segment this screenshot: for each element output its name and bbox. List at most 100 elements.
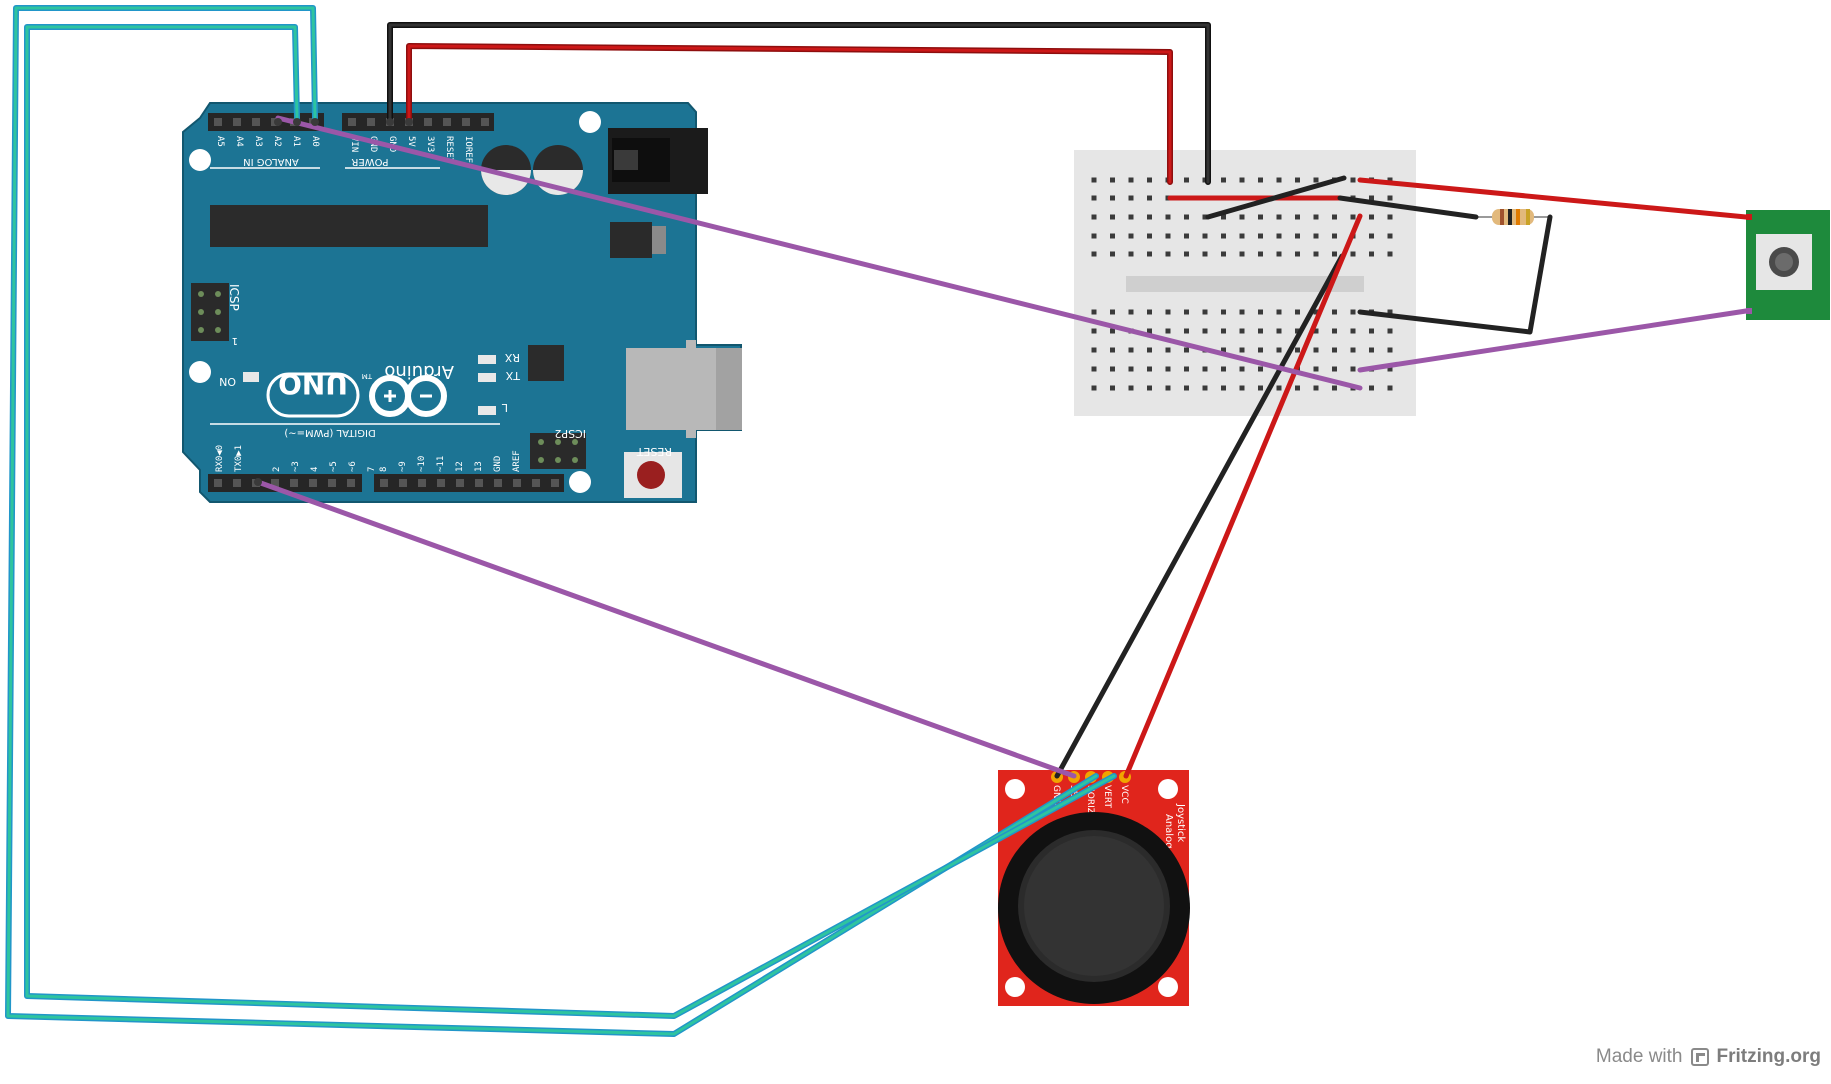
breadboard-hole[interactable] bbox=[1239, 251, 1245, 257]
breadboard-hole[interactable] bbox=[1276, 251, 1282, 257]
breadboard-hole[interactable] bbox=[1221, 347, 1226, 353]
breadboard-hole[interactable] bbox=[1387, 177, 1393, 183]
breadboard-hole[interactable] bbox=[1202, 385, 1208, 391]
breadboard-hole[interactable] bbox=[1258, 385, 1263, 391]
breadboard-hole[interactable] bbox=[1313, 328, 1319, 334]
breadboard-hole[interactable] bbox=[1276, 214, 1282, 220]
breadboard-hole[interactable] bbox=[1313, 214, 1319, 220]
breadboard-hole[interactable] bbox=[1332, 366, 1337, 372]
breadboard-hole[interactable] bbox=[1165, 233, 1171, 239]
breadboard-hole[interactable] bbox=[1239, 214, 1245, 220]
breadboard-hole[interactable] bbox=[1369, 251, 1374, 257]
wire-d2-to-joystick-sel[interactable] bbox=[255, 479, 1077, 779]
breadboard-hole[interactable] bbox=[1202, 214, 1208, 220]
breadboard-hole[interactable] bbox=[1184, 309, 1189, 315]
breadboard-hole[interactable] bbox=[1184, 385, 1189, 391]
breadboard-hole[interactable] bbox=[1276, 385, 1282, 391]
breadboard-hole[interactable] bbox=[1184, 251, 1189, 257]
wire-5v-to-breadboard[interactable] bbox=[406, 43, 1173, 185]
breadboard-hole[interactable] bbox=[1350, 347, 1356, 353]
breadboard-hole[interactable] bbox=[1165, 328, 1171, 334]
breadboard-hole[interactable] bbox=[1184, 214, 1189, 220]
breadboard-hole[interactable] bbox=[1128, 177, 1134, 183]
breadboard-hole[interactable] bbox=[1091, 195, 1097, 201]
breadboard-hole[interactable] bbox=[1110, 195, 1115, 201]
breadboard-hole[interactable] bbox=[1295, 328, 1300, 334]
wire-button-to-bb[interactable] bbox=[1357, 308, 1749, 373]
breadboard-hole[interactable] bbox=[1202, 309, 1208, 315]
wire-gnd-to-breadboard[interactable] bbox=[387, 22, 1211, 185]
breadboard-hole[interactable] bbox=[1387, 309, 1393, 315]
breadboard-hole[interactable] bbox=[1128, 233, 1134, 239]
breadboard-hole[interactable] bbox=[1313, 233, 1319, 239]
breadboard-hole[interactable] bbox=[1387, 366, 1393, 372]
breadboard-hole[interactable] bbox=[1295, 309, 1300, 315]
breadboard-hole[interactable] bbox=[1258, 233, 1263, 239]
breadboard-hole[interactable] bbox=[1350, 328, 1356, 334]
breadboard-hole[interactable] bbox=[1295, 347, 1300, 353]
breadboard-hole[interactable] bbox=[1221, 177, 1226, 183]
breadboard-hole[interactable] bbox=[1258, 214, 1263, 220]
breadboard-hole[interactable] bbox=[1128, 214, 1134, 220]
breadboard-hole[interactable] bbox=[1387, 251, 1393, 257]
arduino-uno-board[interactable]: A5 A4 A3 A2 A1 A0 ANALOG IN VIN GND GND … bbox=[182, 102, 742, 503]
breadboard-hole[interactable] bbox=[1258, 309, 1263, 315]
breadboard-hole[interactable] bbox=[1091, 233, 1097, 239]
breadboard-hole[interactable] bbox=[1165, 309, 1171, 315]
mini-breadboard[interactable] bbox=[1074, 150, 1416, 416]
breadboard-hole[interactable] bbox=[1110, 347, 1115, 353]
breadboard-hole[interactable] bbox=[1128, 385, 1134, 391]
breadboard-hole[interactable] bbox=[1147, 309, 1152, 315]
wire-bb-to-resistor[interactable] bbox=[1337, 195, 1479, 220]
breadboard-hole[interactable] bbox=[1295, 233, 1300, 239]
breadboard-hole[interactable] bbox=[1387, 233, 1393, 239]
breadboard-hole[interactable] bbox=[1221, 328, 1226, 334]
wire-bb-to-button-vcc[interactable] bbox=[1357, 177, 1749, 220]
breadboard-hole[interactable] bbox=[1147, 195, 1152, 201]
reset-button[interactable] bbox=[624, 452, 682, 498]
breadboard-hole[interactable] bbox=[1295, 385, 1300, 391]
breadboard-hole[interactable] bbox=[1184, 347, 1189, 353]
breadboard-hole[interactable] bbox=[1332, 251, 1337, 257]
breadboard-hole[interactable] bbox=[1147, 385, 1152, 391]
breadboard-hole[interactable] bbox=[1110, 366, 1115, 372]
breadboard-hole[interactable] bbox=[1295, 177, 1300, 183]
breadboard-hole[interactable] bbox=[1202, 328, 1208, 334]
breadboard-hole[interactable] bbox=[1258, 347, 1263, 353]
breadboard-hole[interactable] bbox=[1184, 233, 1189, 239]
breadboard-hole[interactable] bbox=[1110, 177, 1115, 183]
breadboard-hole[interactable] bbox=[1313, 177, 1319, 183]
breadboard-hole[interactable] bbox=[1332, 328, 1337, 334]
breadboard-hole[interactable] bbox=[1239, 233, 1245, 239]
breadboard-hole[interactable] bbox=[1128, 366, 1134, 372]
breadboard-hole[interactable] bbox=[1295, 251, 1300, 257]
breadboard-hole[interactable] bbox=[1387, 328, 1393, 334]
breadboard-hole[interactable] bbox=[1184, 366, 1189, 372]
breadboard-hole[interactable] bbox=[1128, 347, 1134, 353]
breadboard-hole[interactable] bbox=[1184, 328, 1189, 334]
breadboard-hole[interactable] bbox=[1147, 233, 1152, 239]
breadboard-hole[interactable] bbox=[1128, 309, 1134, 315]
breadboard-hole[interactable] bbox=[1350, 214, 1356, 220]
breadboard-hole[interactable] bbox=[1091, 309, 1097, 315]
resistor[interactable] bbox=[1472, 209, 1550, 225]
breadboard-hole[interactable] bbox=[1110, 233, 1115, 239]
breadboard-hole[interactable] bbox=[1332, 347, 1337, 353]
analog-joystick-module[interactable]: GND SEL HORIZ VERT VCC Joystick Analog bbox=[998, 770, 1190, 1006]
breadboard-hole[interactable] bbox=[1147, 177, 1152, 183]
breadboard-hole[interactable] bbox=[1165, 251, 1171, 257]
breadboard-hole[interactable] bbox=[1387, 347, 1393, 353]
breadboard-hole[interactable] bbox=[1239, 385, 1245, 391]
breadboard-hole[interactable] bbox=[1110, 328, 1115, 334]
wire-joystick-vcc[interactable] bbox=[1123, 213, 1363, 779]
wire-bb-black-cross[interactable] bbox=[1205, 175, 1347, 220]
breadboard-hole[interactable] bbox=[1313, 251, 1319, 257]
breadboard-hole[interactable] bbox=[1221, 214, 1226, 220]
push-button-module[interactable] bbox=[1746, 210, 1830, 320]
breadboard-hole[interactable] bbox=[1313, 385, 1319, 391]
breadboard-hole[interactable] bbox=[1184, 177, 1189, 183]
breadboard-hole[interactable] bbox=[1128, 251, 1134, 257]
breadboard-hole[interactable] bbox=[1147, 251, 1152, 257]
breadboard-hole[interactable] bbox=[1221, 366, 1226, 372]
wire-a2-to-bb[interactable] bbox=[275, 115, 1363, 391]
